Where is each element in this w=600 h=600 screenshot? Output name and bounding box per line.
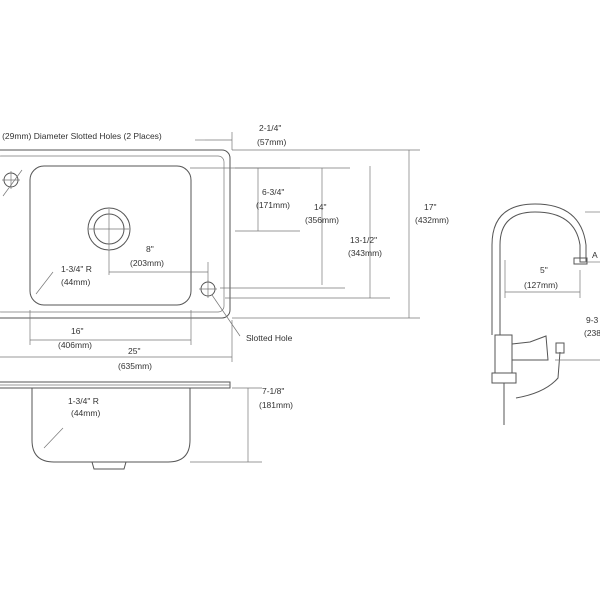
sink-basin-outline [29, 165, 192, 306]
label-slotted-hole: Slotted Hole [246, 333, 293, 343]
label-dim-9-3: 9-3 [586, 315, 599, 325]
label-dim-5: 5" [540, 265, 548, 275]
faucet-wrist-blade-handle [511, 335, 549, 361]
label-dim-25: 25" [128, 346, 140, 356]
label-dim-635mm: (635mm) [118, 361, 152, 371]
label-dim-17: 17" [424, 202, 436, 212]
label-dim-13-1-2: 13-1/2" [350, 235, 377, 245]
faucet-dimension-lines [504, 211, 600, 361]
label-44mm-top: (44mm) [61, 277, 90, 287]
label-dim-171mm: (171mm) [256, 200, 290, 210]
label-dim-181mm: (181mm) [259, 400, 293, 410]
labels: 8" (29mm) Diameter Slotted Holes (2 Plac… [0, 123, 600, 418]
sink-side-view [0, 381, 231, 470]
sink-side-bowl [31, 388, 191, 463]
label-dim-238: (238 [584, 328, 600, 338]
label-dim-127mm: (127mm) [524, 280, 558, 290]
label-dim-203mm: (203mm) [130, 258, 164, 268]
faucet-supply-hose [515, 351, 561, 399]
side-view-dimension-lines [190, 387, 262, 463]
label-dim-343mm: (343mm) [348, 248, 382, 258]
sink-rim-outer [0, 149, 231, 319]
faucet-side-view [491, 203, 588, 425]
label-dim-57mm: (57mm) [257, 137, 286, 147]
label-slotted-holes: 8" (29mm) Diameter Slotted Holes (2 Plac… [0, 131, 162, 141]
slotted-hole-left-icon [2, 171, 20, 189]
slotted-hole-right-icon [199, 280, 217, 298]
label-dim-2-1-4: 2-1/4" [259, 123, 281, 133]
label-radius-side: 1-3/4" R [68, 396, 99, 406]
label-dim-14: 14" [314, 202, 326, 212]
label-dim-7-1-8: 7-1/8" [262, 386, 284, 396]
top-view-dimension-lines [0, 132, 420, 362]
label-dim-16: 16" [71, 326, 83, 336]
label-dim-8: 8" [146, 244, 154, 254]
label-radius-top: 1-3/4" R [61, 264, 92, 274]
sink-rim-inner [0, 155, 225, 313]
faucet-base [491, 372, 517, 384]
label-dim-a: A [592, 250, 598, 260]
sink-top-view [0, 149, 241, 337]
sink-side-drain [91, 461, 127, 470]
label-dim-432mm: (432mm) [415, 215, 449, 225]
label-44mm-side: (44mm) [71, 408, 100, 418]
label-dim-406mm: (406mm) [58, 340, 92, 350]
label-dim-6-3-4: 6-3/4" [262, 187, 284, 197]
label-dim-356mm: (356mm) [305, 215, 339, 225]
faucet-spout-tip [573, 257, 588, 265]
faucet-body [494, 334, 513, 374]
faucet-gooseneck-spout [491, 203, 587, 335]
